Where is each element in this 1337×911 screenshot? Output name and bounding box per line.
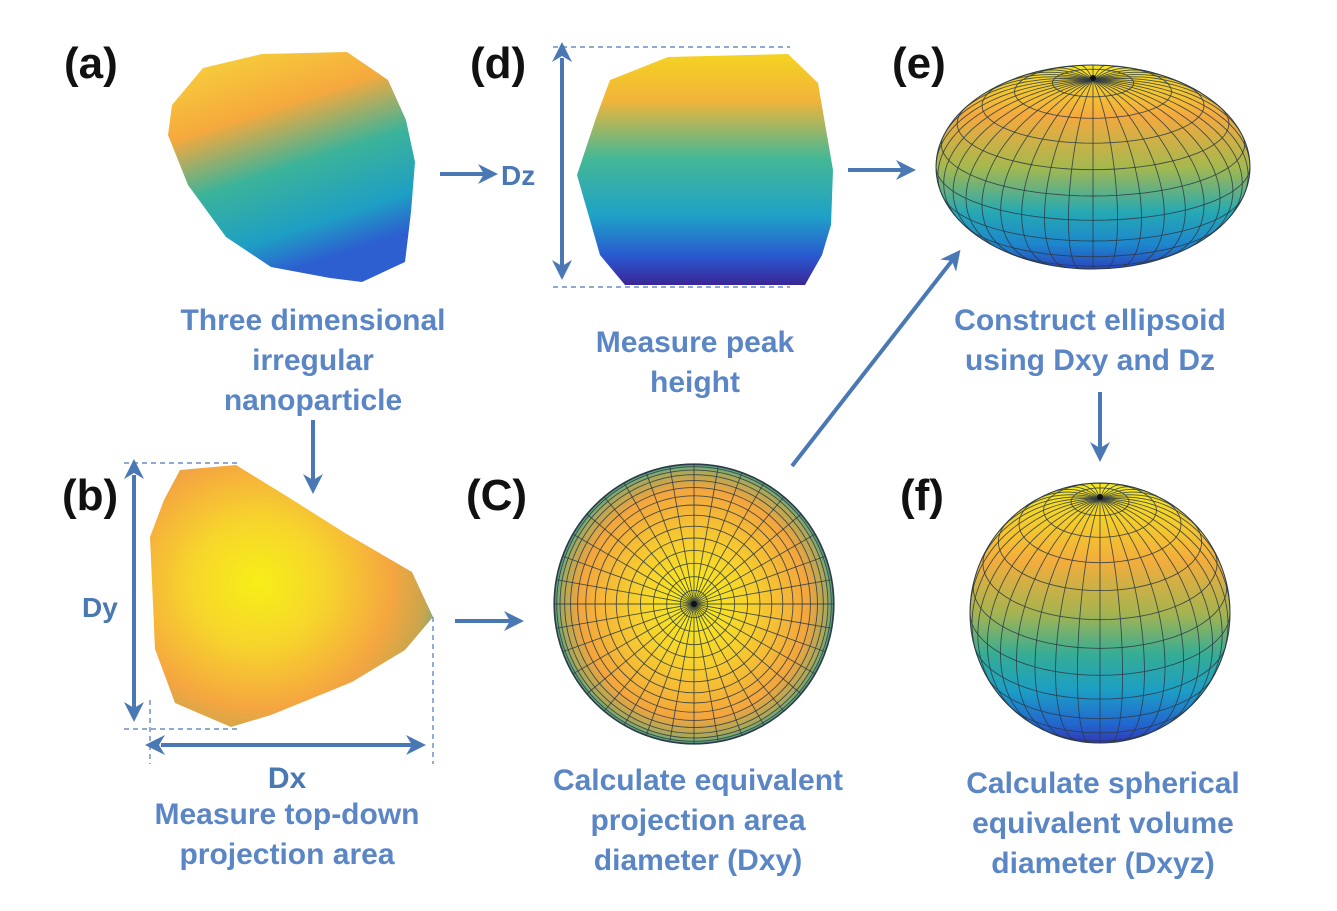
- circle-mesh: [554, 464, 834, 744]
- dim-y-label: Dy: [82, 592, 118, 623]
- panel-f-caption: Calculate spherical equivalent volume di…: [966, 767, 1239, 880]
- panel-c-label: (C): [466, 471, 527, 520]
- sphere-mesh: [970, 483, 1230, 743]
- irregular-nanoparticle-3d: [168, 52, 415, 282]
- ellipsoid-pole-marker: [1090, 75, 1096, 81]
- dim-z-label: Dz: [501, 160, 535, 191]
- panel-e: (e) Construct ellipsoid using Dxy and Dz: [892, 39, 1251, 377]
- caption-f-line3: diameter (Dxyz): [991, 847, 1214, 880]
- sphere-pole-marker: [1097, 494, 1103, 500]
- caption-f-line1: Calculate spherical: [966, 767, 1239, 800]
- caption-b-line1: Measure top-down: [154, 798, 419, 831]
- caption-c-line3: diameter (Dxy): [594, 844, 802, 877]
- panel-a: (a) Three dimensional irregular nanopart…: [64, 39, 446, 417]
- caption-a-line1: Three dimensional: [180, 304, 445, 337]
- panel-d-caption: Measure peak height: [596, 326, 795, 399]
- caption-f-line2: equivalent volume: [972, 807, 1234, 840]
- panel-a-label: (a): [64, 39, 118, 88]
- particle-side-profile: [577, 54, 833, 285]
- caption-a-line2: irregular: [252, 344, 374, 377]
- panel-b-label: (b): [62, 471, 118, 520]
- panel-b: (b) Dy Dx Measure top-down projection ar…: [62, 459, 434, 871]
- panel-a-caption: Three dimensional irregular nanoparticle: [180, 304, 445, 417]
- caption-a-line3: nanoparticle: [224, 384, 402, 417]
- panel-d-label: (d): [470, 39, 526, 88]
- panel-c: (C) Calculate equivalent projection area…: [466, 463, 843, 877]
- dim-x-label: Dx: [268, 762, 307, 795]
- caption-d-line2: height: [650, 366, 740, 399]
- top-down-projection: [150, 465, 433, 727]
- panel-e-caption: Construct ellipsoid using Dxy and Dz: [954, 304, 1226, 377]
- panel-e-label: (e): [892, 39, 946, 88]
- panel-c-caption: Calculate equivalent projection area dia…: [553, 764, 843, 877]
- caption-e-line2: using Dxy and Dz: [965, 344, 1215, 377]
- caption-e-line1: Construct ellipsoid: [954, 304, 1226, 337]
- panel-f-label: (f): [900, 471, 944, 520]
- panel-f: (f) Calculate spherical equivalent volum…: [900, 471, 1240, 880]
- panel-d: (d) Dz Measure peak height: [470, 39, 833, 399]
- caption-c-line2: projection area: [590, 804, 805, 837]
- caption-c-line1: Calculate equivalent: [553, 764, 843, 797]
- panel-b-caption: Dx Measure top-down projection area: [154, 762, 419, 871]
- caption-d-line1: Measure peak: [596, 326, 795, 359]
- arrow-diagonal-icon: [790, 249, 961, 468]
- caption-b-line2: projection area: [179, 838, 394, 871]
